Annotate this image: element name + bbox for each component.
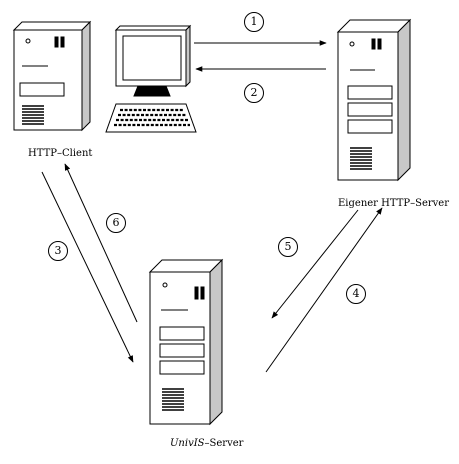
monitor-icon bbox=[114, 24, 192, 97]
own-server-tower-icon bbox=[336, 18, 412, 182]
arrow-3 bbox=[41, 171, 134, 363]
arrow-6 bbox=[64, 163, 138, 323]
own-server-label: Eigener HTTP–Server bbox=[338, 198, 450, 209]
arrow-4 bbox=[265, 207, 383, 373]
step-1-badge: 1 bbox=[244, 12, 264, 32]
step-4-badge: 4 bbox=[346, 284, 366, 304]
keyboard-icon bbox=[105, 103, 197, 133]
univis-server-label: UnivIS–Server bbox=[170, 438, 243, 450]
client-label: HTTP–Client bbox=[28, 148, 93, 159]
client-server-tower-icon bbox=[12, 20, 92, 132]
univis-suffix: –Server bbox=[204, 438, 244, 449]
univis-server-tower-icon bbox=[148, 258, 224, 426]
univis-name: UnivIS bbox=[170, 438, 205, 449]
step-2-badge: 2 bbox=[244, 83, 264, 103]
step-6-badge: 6 bbox=[106, 213, 126, 233]
step-3-badge: 3 bbox=[48, 241, 68, 261]
step-5-badge: 5 bbox=[278, 237, 298, 257]
arrow-5 bbox=[271, 209, 359, 319]
